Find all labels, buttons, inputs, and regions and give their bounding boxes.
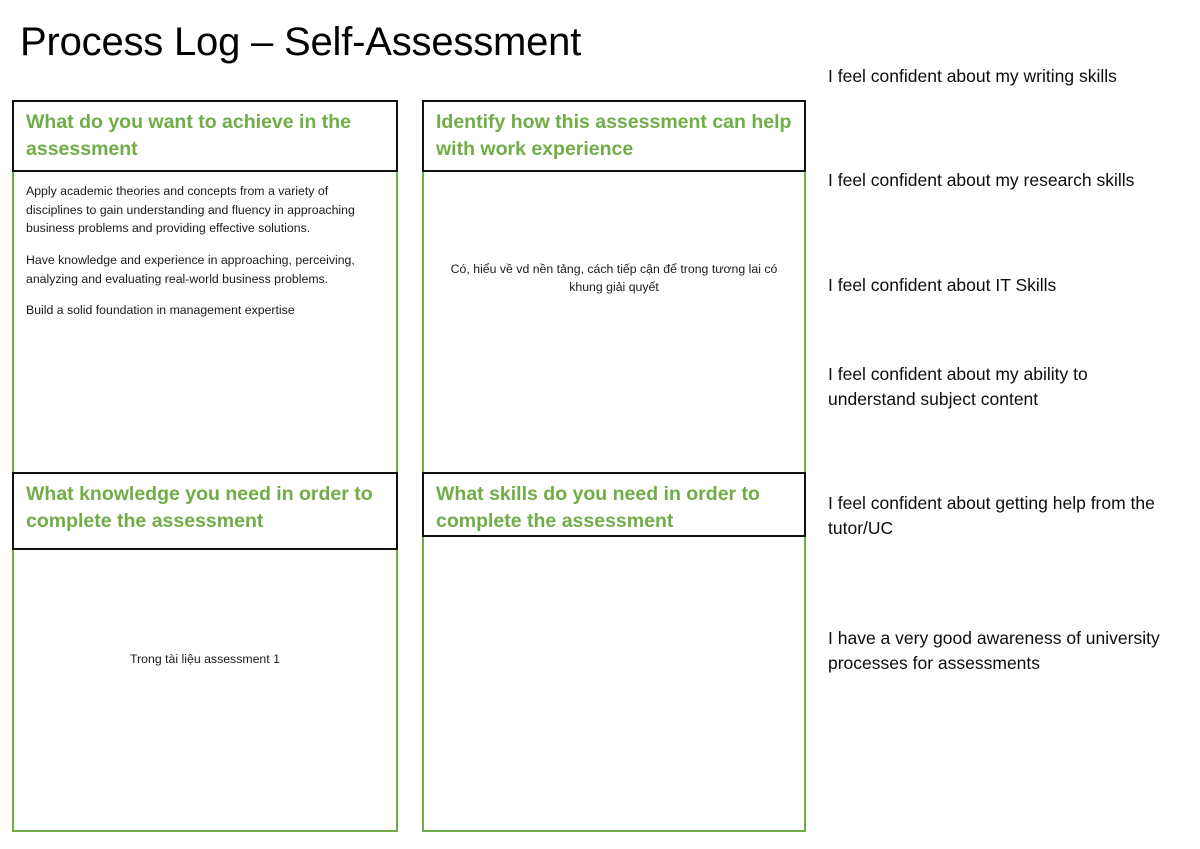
statement-list: I feel confident about my writing skills… xyxy=(828,0,1186,849)
panel-achieve-header: What do you want to achieve in the asses… xyxy=(12,100,398,172)
statement-writing-skills: I feel confident about my writing skills xyxy=(828,66,1117,86)
panel-achieve-paragraph-1: Apply academic theories and concepts fro… xyxy=(26,184,355,236)
panel-work-experience-note: Có, hiểu về vd nền tảng, cách tiếp cận đ… xyxy=(450,262,778,295)
panel-knowledge-note: Trong tài liệu assessment 1 xyxy=(130,652,280,666)
statement-subject-content: I feel confident about my ability to und… xyxy=(828,364,1088,410)
panel-work-experience-header: Identify how this assessment can help wi… xyxy=(422,100,806,172)
panel-knowledge-body: Trong tài liệu assessment 1 xyxy=(12,548,398,832)
statement-research-skills: I feel confident about my research skill… xyxy=(828,170,1135,190)
page-title: Process Log – Self-Assessment xyxy=(20,20,582,64)
statement-tutor-help: I feel confident about getting help from… xyxy=(828,493,1155,539)
panel-skills-header: What skills do you need in order to comp… xyxy=(422,472,806,537)
statement-university-processes: I have a very good awareness of universi… xyxy=(828,628,1160,674)
panel-knowledge-header: What knowledge you need in order to comp… xyxy=(12,472,398,550)
statement-it-skills: I feel confident about IT Skills xyxy=(828,275,1057,295)
panel-achieve-paragraph-2: Have knowledge and experience in approac… xyxy=(26,253,355,286)
panel-achieve-paragraph-3: Build a solid foundation in management e… xyxy=(26,303,295,318)
panel-skills-body xyxy=(422,535,806,832)
